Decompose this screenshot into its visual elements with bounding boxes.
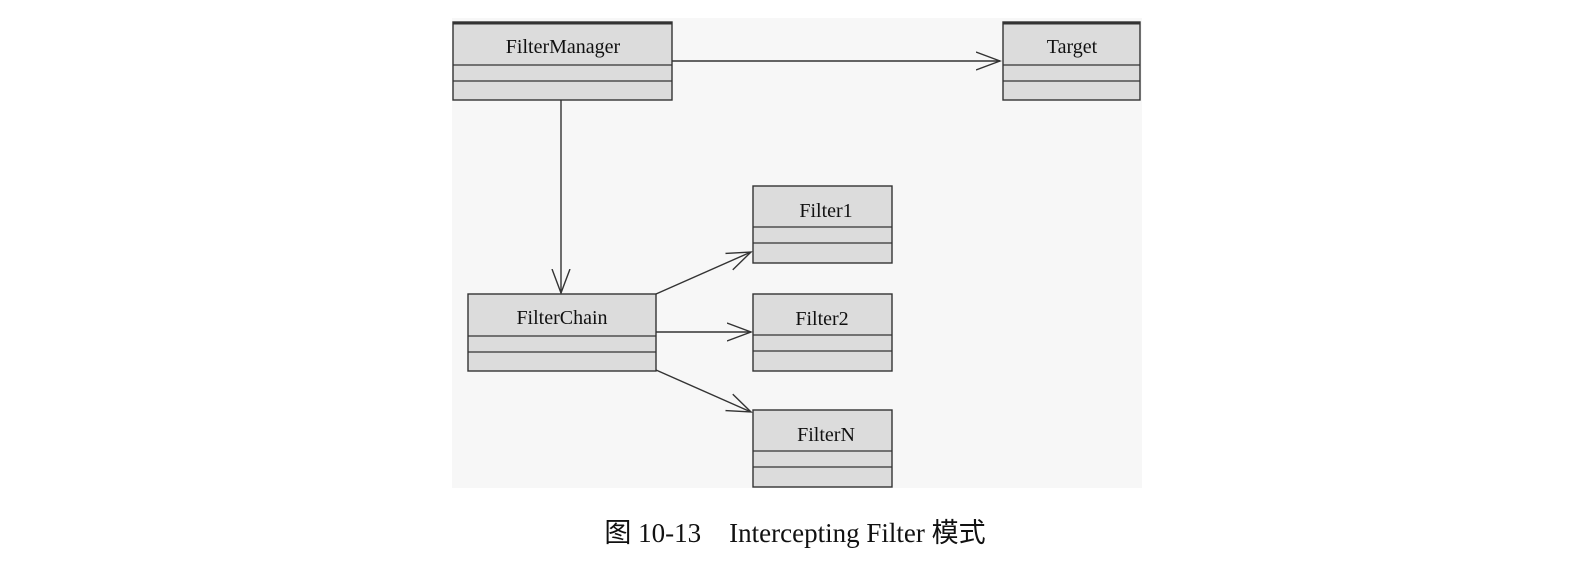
figure-label: 图 10-13 xyxy=(604,518,702,548)
class-box-filterN: FilterN xyxy=(752,409,893,488)
association-chain-to-filter1 xyxy=(655,252,751,295)
uml-class-diagram: FilterManager Target FilterChain Filter1… xyxy=(452,21,1141,488)
class-name-filterN: FilterN xyxy=(797,424,855,446)
figure-title: Intercepting Filter 模式 xyxy=(729,518,986,548)
class-box-filter-manager: FilterManager xyxy=(452,21,673,101)
class-box-target: Target xyxy=(1002,21,1141,101)
class-name-filter-chain: FilterChain xyxy=(516,307,607,329)
figure-caption: 图 10-13 Intercepting Filter 模式 xyxy=(0,511,1570,550)
class-name-filter-manager: FilterManager xyxy=(506,36,621,58)
class-box-filter1: Filter1 xyxy=(752,185,893,264)
association-chain-to-filterN xyxy=(655,369,751,412)
class-box-filter2: Filter2 xyxy=(752,293,893,372)
class-box-filter-chain: FilterChain xyxy=(467,293,657,372)
class-name-filter1: Filter1 xyxy=(799,200,852,222)
class-name-filter2: Filter2 xyxy=(795,308,848,330)
class-name-target: Target xyxy=(1047,36,1098,58)
